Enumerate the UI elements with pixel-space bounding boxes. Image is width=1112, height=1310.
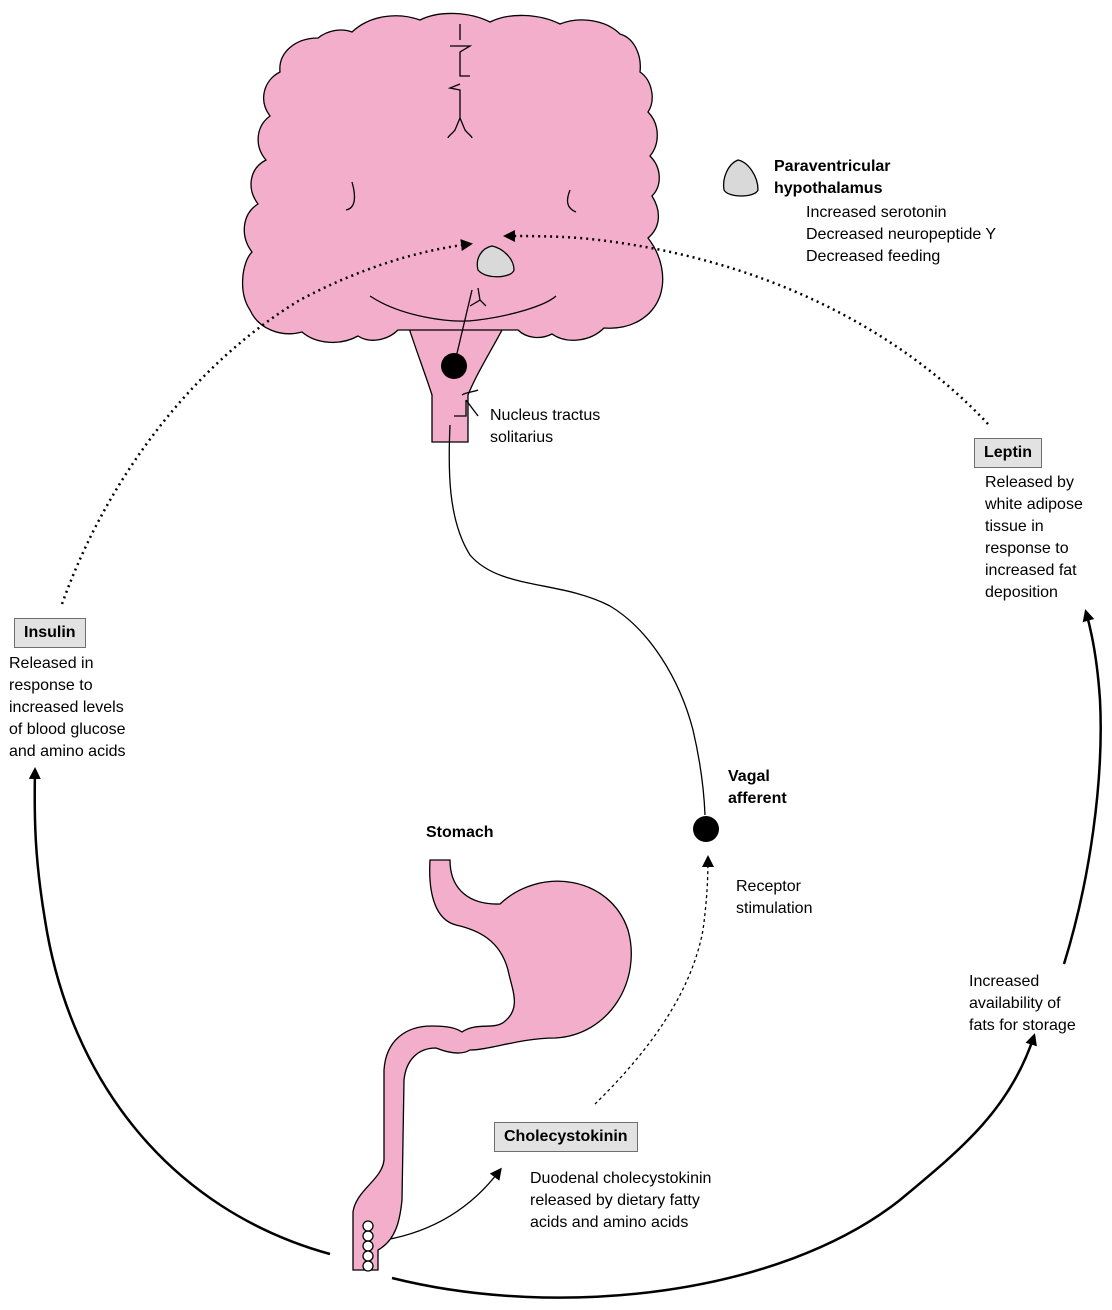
receptor-stimulation-label: Receptor stimulation (736, 876, 812, 920)
nucleus-tractus-solitarius-dot (441, 353, 467, 379)
vagal-afferent-dot (693, 816, 719, 842)
left-cycle-arrow (35, 770, 330, 1254)
cholecystokinin-description: Duodenal cholecystokinin released by die… (530, 1168, 711, 1234)
cerebrum (243, 13, 663, 342)
right-upper-cycle-arrow (1064, 612, 1101, 964)
stomach-label: Stomach (426, 822, 494, 844)
fats-availability-label: Increased availability of fats for stora… (969, 971, 1076, 1037)
vagal-afferent-label: Vagal afferent (728, 766, 787, 810)
right-bottom-cycle-arrow (392, 1036, 1034, 1298)
cholecystokinin-box: Cholecystokinin (494, 1122, 638, 1152)
paraventricular-hypothalamus-title: Paraventricular hypothalamus (774, 156, 891, 200)
paraventricular-legend-shape (724, 160, 758, 196)
vagal-nerve-line (449, 425, 705, 815)
leptin-description: Released by white adipose tissue in resp… (985, 472, 1083, 604)
insulin-box: Insulin (14, 618, 86, 648)
leptin-box: Leptin (974, 438, 1042, 468)
nucleus-tractus-solitarius-label: Nucleus tractus solitarius (490, 405, 600, 449)
insulin-description: Released in response to increased levels… (9, 653, 126, 763)
paraventricular-effects: Increased serotonin Decreased neuropepti… (806, 202, 996, 268)
